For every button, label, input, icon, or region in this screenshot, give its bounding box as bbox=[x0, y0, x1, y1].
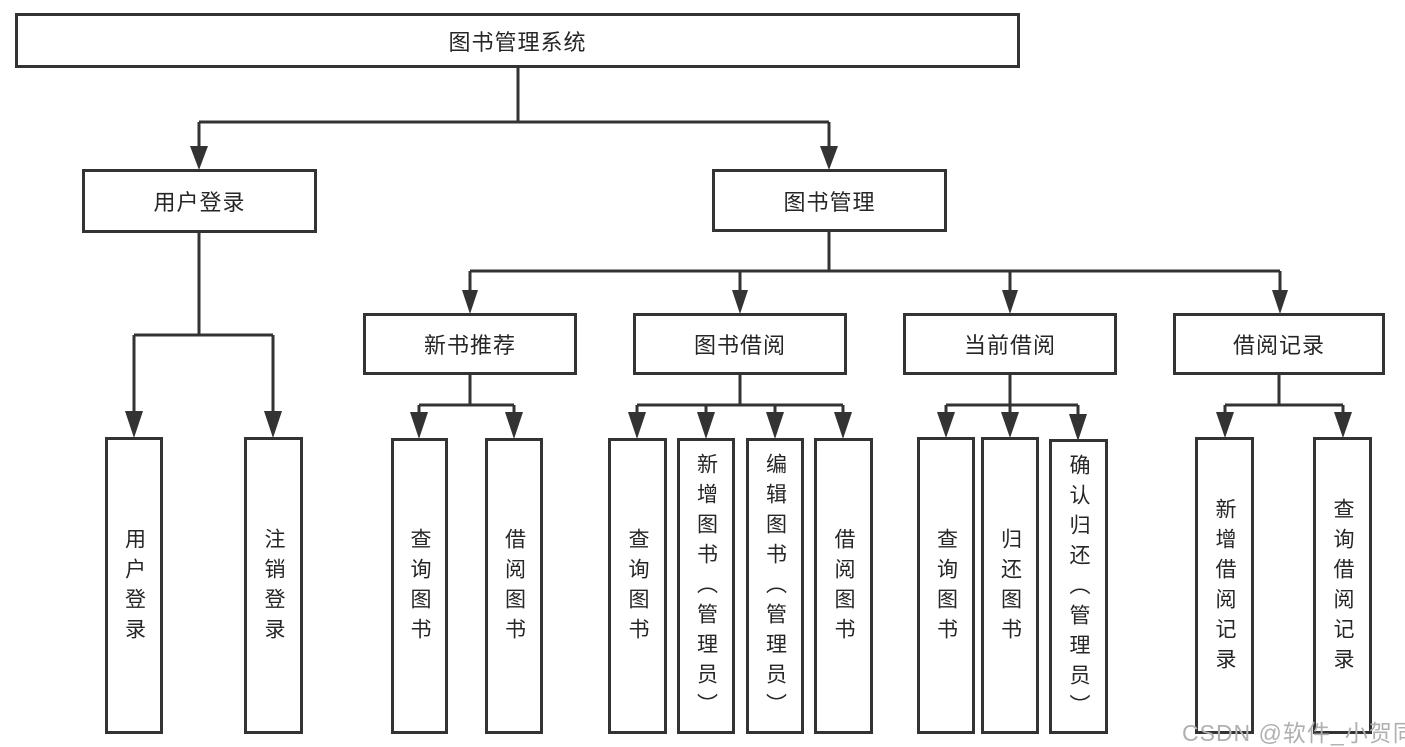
leaf-query-books-recommend: 查询图书 bbox=[391, 438, 448, 734]
node-label: 归还图书 bbox=[998, 527, 1022, 648]
leaf-user-login: 用户登录 bbox=[105, 437, 163, 734]
node-book-management: 图书管理 bbox=[712, 169, 947, 232]
arrowhead-icon bbox=[410, 412, 428, 439]
leaf-logout: 注销登录 bbox=[244, 437, 303, 734]
node-current-borrow: 当前借阅 bbox=[903, 313, 1117, 375]
node-label: 用户登录 bbox=[122, 527, 146, 648]
node-label: 查询图书 bbox=[626, 528, 649, 648]
arrowhead-icon bbox=[820, 146, 838, 170]
connector-root-to-level2 bbox=[190, 68, 838, 170]
connector-userlogin-to-leaves bbox=[125, 233, 282, 438]
leaf-query-books-current: 查询图书 bbox=[917, 437, 975, 734]
leaf-add-borrow-record: 新增借阅记录 bbox=[1195, 437, 1254, 734]
node-label: 确认归还（管理员） bbox=[1067, 453, 1090, 724]
node-label: 借阅记录 bbox=[1232, 333, 1325, 358]
arrowhead-icon bbox=[628, 412, 646, 439]
node-user-login: 用户登录 bbox=[82, 169, 317, 233]
connector-bookmgmt-to-level3 bbox=[462, 232, 1288, 314]
node-label: 新增借阅记录 bbox=[1213, 497, 1236, 678]
leaf-borrow-books: 借阅图书 bbox=[814, 438, 873, 734]
leaf-query-borrow-record: 查询借阅记录 bbox=[1313, 437, 1372, 734]
node-new-book-recommend: 新书推荐 bbox=[363, 313, 577, 375]
connector-bookborrow-to-leaves bbox=[628, 375, 852, 439]
arrowhead-icon bbox=[125, 411, 143, 438]
leaf-query-books-borrow: 查询图书 bbox=[608, 438, 667, 734]
node-label: 查询图书 bbox=[408, 528, 431, 648]
node-label: 新书推荐 bbox=[423, 333, 516, 358]
node-label: 新增图书（管理员） bbox=[694, 453, 718, 723]
arrowhead-icon bbox=[1216, 412, 1234, 438]
node-root-library-system: 图书管理系统 bbox=[15, 13, 1020, 68]
leaf-borrow-books-recommend: 借阅图书 bbox=[485, 438, 543, 734]
node-book-borrow: 图书借阅 bbox=[633, 313, 847, 375]
node-label: 借阅图书 bbox=[832, 528, 855, 648]
arrowhead-icon bbox=[1002, 290, 1018, 314]
arrowhead-icon bbox=[462, 290, 478, 314]
arrowhead-icon bbox=[190, 146, 208, 170]
arrowhead-icon bbox=[732, 290, 748, 314]
node-label: 注销登录 bbox=[262, 527, 285, 648]
node-label: 查询图书 bbox=[934, 527, 958, 648]
connector-newrec-to-leaves bbox=[410, 375, 523, 439]
node-borrow-records: 借阅记录 bbox=[1173, 313, 1385, 375]
arrowhead-icon bbox=[1001, 412, 1019, 438]
node-label: 查询借阅记录 bbox=[1331, 497, 1354, 678]
leaf-edit-books-admin: 编辑图书（管理员） bbox=[746, 438, 804, 734]
arrowhead-icon bbox=[1069, 414, 1087, 441]
arrowhead-icon bbox=[937, 412, 955, 438]
node-label: 图书管理系统 bbox=[448, 29, 587, 55]
arrowhead-icon bbox=[264, 411, 282, 438]
node-label: 编辑图书（管理员） bbox=[763, 453, 787, 723]
node-label: 图书管理 bbox=[783, 189, 876, 215]
connector-current-to-leaves bbox=[937, 375, 1087, 441]
arrowhead-icon bbox=[1334, 412, 1352, 438]
arrowhead-icon bbox=[766, 412, 784, 439]
csdn-watermark: CSDN @软件_小贺同学 bbox=[1182, 720, 1405, 746]
connector-records-to-leaves bbox=[1216, 375, 1352, 438]
node-label: 借阅图书 bbox=[502, 528, 526, 648]
arrowhead-icon bbox=[1272, 290, 1288, 314]
arrowhead-icon bbox=[697, 412, 715, 439]
leaf-confirm-return-admin: 确认归还（管理员） bbox=[1049, 439, 1108, 734]
arrowhead-icon bbox=[834, 412, 852, 439]
node-label: 当前借阅 bbox=[963, 333, 1056, 358]
leaf-return-books: 归还图书 bbox=[981, 437, 1039, 734]
node-label: 用户登录 bbox=[153, 190, 246, 215]
leaf-add-books-admin: 新增图书（管理员） bbox=[677, 438, 735, 734]
arrowhead-icon bbox=[505, 412, 523, 439]
node-label: 图书借阅 bbox=[693, 333, 786, 358]
